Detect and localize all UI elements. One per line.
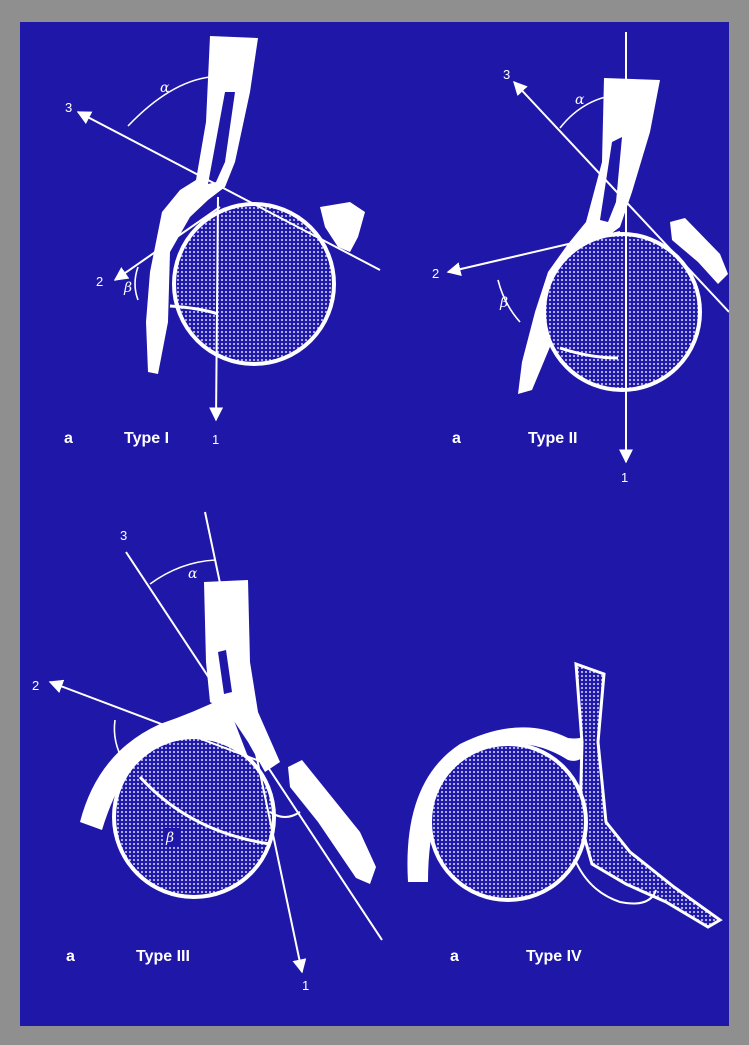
diagram-slide: 3 2 1 α β a Type I 3 2 1 α β a Type II <box>20 22 729 1026</box>
type-2-beta-label: β <box>499 295 508 311</box>
type-3-axis-label-2: 2 <box>32 678 39 693</box>
type-3-femoral-head <box>114 737 274 897</box>
type-3-axis-label-1: 1 <box>302 978 309 993</box>
type-2-axis-label-2: 2 <box>432 266 439 281</box>
type-4-pelvis-shape <box>576 664 720 927</box>
type-1-femoral-head <box>174 204 334 364</box>
hip-types-diagram: 3 2 1 α β a Type I 3 2 1 α β a Type II <box>20 22 729 1026</box>
type-2-title: Type II <box>528 430 578 447</box>
type-2-axis-label-3: 3 <box>503 67 510 82</box>
type-1-axis-label-2: 2 <box>96 274 103 289</box>
type-2-alpha-label: α <box>575 92 585 108</box>
type-2-axis-label-1: 1 <box>621 470 628 485</box>
type-3-title: Type III <box>136 948 190 965</box>
type-3-alpha-arc <box>150 560 215 584</box>
type-4-title: Type IV <box>526 948 582 965</box>
panel-type-1: 3 2 1 α β a Type I <box>64 36 380 447</box>
type-4-femoral-head <box>430 744 586 900</box>
type-1-fragment <box>320 202 365 252</box>
panel-type-3: 3 2 1 α β a Type III <box>32 512 382 993</box>
type-1-axis-label-3: 3 <box>65 100 72 115</box>
type-3-axis-label-3: 3 <box>120 528 127 543</box>
type-1-beta-arc <box>135 267 138 300</box>
type-1-axis-label-1: 1 <box>212 432 219 447</box>
panel-type-4: a Type IV <box>407 664 720 965</box>
type-1-panel-letter: a <box>64 430 73 447</box>
type-3-alpha-label: α <box>188 566 198 582</box>
type-3-panel-letter: a <box>66 948 75 965</box>
type-1-beta-label: β <box>123 280 132 296</box>
type-4-panel-letter: a <box>450 948 459 965</box>
panel-type-2: 3 2 1 α β a Type II <box>432 32 729 485</box>
type-1-title: Type I <box>124 430 169 447</box>
type-1-alpha-label: α <box>160 80 170 96</box>
type-3-beta-label: β <box>165 830 174 846</box>
type-2-panel-letter: a <box>452 430 461 447</box>
